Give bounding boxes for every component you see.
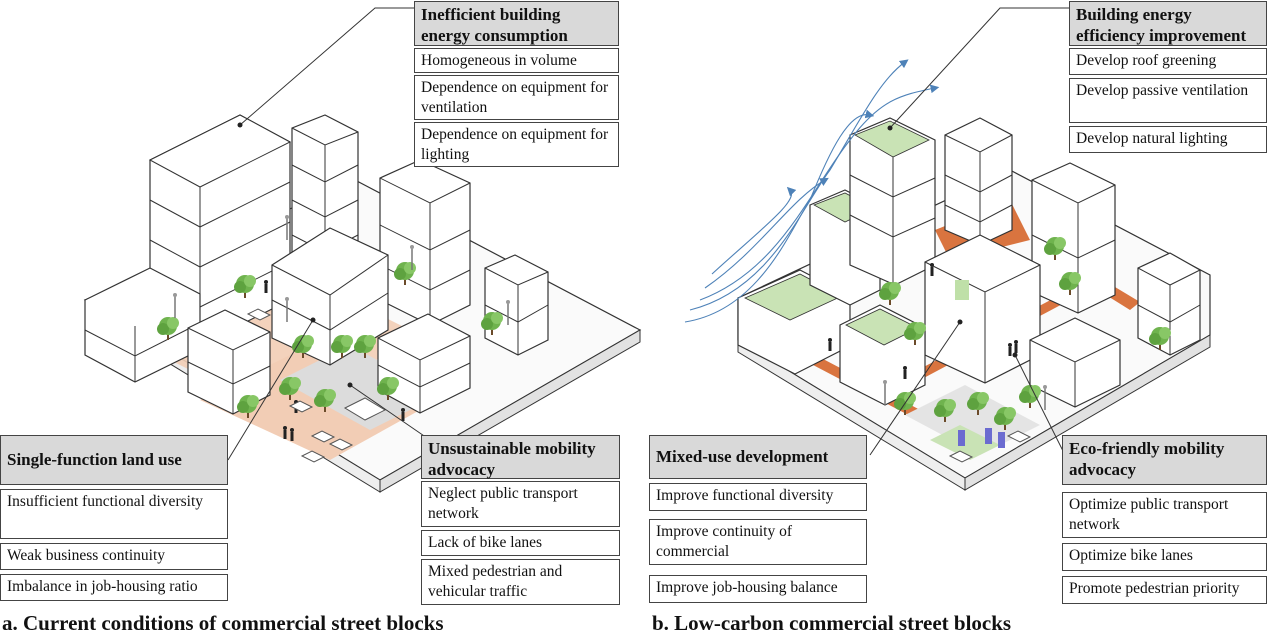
panel-a-energy-item: Dependence on equipment for lighting — [414, 122, 619, 167]
person-icon — [264, 280, 268, 293]
panel-b-energy-item: Develop roof greening — [1069, 48, 1267, 75]
panel-a-energy-header: Inefficient building energy consumption — [414, 1, 619, 46]
panel-b-mobility-item: Optimize bike lanes — [1062, 543, 1267, 571]
panel-b-caption: b. Low-carbon commercial street blocks — [652, 611, 1012, 635]
panel-a-mobility-item: Neglect public transport network — [421, 481, 620, 527]
panel-b-land-use-header: Mixed-use development — [649, 435, 867, 479]
panel-b-mobility-header: Eco-friendly mobility advocacy — [1062, 435, 1267, 485]
panel-a-energy-item: Dependence on equipment for ventilation — [414, 75, 619, 120]
panel-b-land-use-item: Improve job-housing balance — [649, 575, 867, 603]
panel-a-land-use-item: Imbalance in job-housing ratio — [0, 574, 228, 601]
panel-b-land-use-item: Improve functional diversity — [649, 483, 867, 511]
panel-a-land-use-header: Single-function land use — [0, 435, 228, 485]
panel-a-land-use-item: Insufficient functional diversity — [0, 489, 228, 539]
panel-b-mobility-item: Optimize public transport network — [1062, 492, 1267, 538]
panel-b-energy-item: Develop natural lighting — [1069, 126, 1267, 153]
panel-b-illustration — [684, 7, 1211, 491]
panel-b-energy-header: Building energy efficiency improvement — [1069, 1, 1267, 46]
panel-b-land-use-item: Improve continuity of commercial — [649, 519, 867, 565]
panel-a-caption: a. Current conditions of commercial stre… — [2, 611, 444, 635]
panel-a-mobility-header: Unsustainable mobility advocacy — [421, 435, 620, 479]
bus-icon — [343, 397, 387, 421]
panel-b-energy-item: Develop passive ventilation — [1069, 78, 1267, 123]
panel-a-energy-item: Homogeneous in volume — [414, 48, 619, 73]
panel-a-land-use-item: Weak business continuity — [0, 543, 228, 570]
wind-arrow-icon — [684, 59, 940, 323]
panel-b-mobility-item: Promote pedestrian priority — [1062, 576, 1267, 604]
panel-a-mobility-item: Mixed pedestrian and vehicular traffic — [421, 559, 620, 605]
panel-a-mobility-item: Lack of bike lanes — [421, 530, 620, 556]
panel-a-illustration — [83, 7, 642, 493]
